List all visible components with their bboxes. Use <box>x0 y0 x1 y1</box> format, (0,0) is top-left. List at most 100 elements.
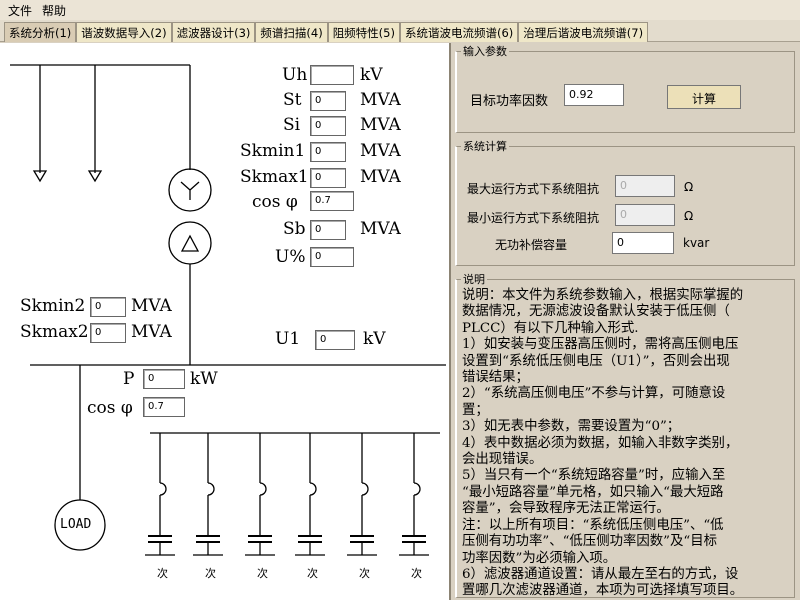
filter-order-suffix: 次 <box>411 567 422 580</box>
notes-group: 说明 <box>455 271 795 598</box>
sb-input[interactable]: 0 <box>310 220 346 240</box>
p-input[interactable]: 0 <box>143 369 185 389</box>
uh-input[interactable] <box>310 65 354 85</box>
notes-text: 说明：本文件为系统参数输入，根据实际掌握的数据情况，无源滤波设备默认安装于低压侧… <box>462 288 792 600</box>
filter-branch <box>145 433 175 556</box>
max-impedance-input[interactable]: 0 <box>615 175 675 197</box>
transformer-winding-delta <box>168 221 212 265</box>
min-impedance-label: 最小运行方式下系统阻抗 <box>467 211 600 225</box>
tab-bar: 系统分析(1) 谐波数据导入(2) 滤波器设计(3) 频谱扫描(4) 阻频特性(… <box>0 20 800 42</box>
input-params-title: 输入参数 <box>463 45 507 58</box>
label-u1: U1 <box>275 329 301 349</box>
u1-input[interactable]: 0 <box>315 330 355 350</box>
skmax2-input[interactable]: 0 <box>90 323 126 343</box>
note-line: “最小短路容量”单元格，如只输入“最大短路 <box>462 484 724 500</box>
arrow-icon <box>87 170 103 183</box>
note-line: 5）当只有一个“系统短路容量”时，应输入至 <box>462 468 726 484</box>
skmin2-input[interactable]: 0 <box>90 297 126 317</box>
note-line: 3）如无表中参数，需要设置为“0”； <box>462 419 681 435</box>
unit-skmin2: MVA <box>131 296 172 316</box>
target-pf-input[interactable]: 0.92 <box>564 84 624 106</box>
label-si: Si <box>283 115 301 135</box>
reactive-comp-label: 无功补偿容量 <box>495 238 568 252</box>
filter-branch <box>295 433 325 556</box>
note-line: 错误结果； <box>462 370 529 386</box>
label-skmax1: Skmax1 <box>240 167 309 187</box>
menu-file[interactable]: 文件 <box>8 4 33 18</box>
filter-order-suffix: 次 <box>257 567 268 580</box>
tab-filter-design[interactable]: 滤波器设计(3) <box>171 22 256 42</box>
arrow-icon <box>32 170 48 183</box>
min-impedance-unit: Ω <box>684 209 694 223</box>
label-cos2: cos φ <box>87 398 133 418</box>
note-line: 置哪几次滤波器通道，本项为可选择填写项目。 <box>462 583 744 599</box>
note-line: 注：以上所有项目：“系统低压侧电压”、“低 <box>462 517 724 533</box>
notes-title: 说明 <box>463 273 485 286</box>
tab-spectrum-scan[interactable]: 频谱扫描(4) <box>255 22 328 42</box>
unit-sb: MVA <box>360 219 401 239</box>
note-line: 容量”，会导致程序无法正常运行。 <box>462 501 670 517</box>
input-params-group: 输入参数 <box>455 43 795 133</box>
menu-help[interactable]: 帮助 <box>42 4 67 18</box>
unit-p: kW <box>190 369 218 389</box>
tab-after-treatment-spectrum[interactable]: 治理后谐波电流频谱(7) <box>518 22 649 42</box>
filter-branch <box>347 433 377 556</box>
system-calc-title: 系统计算 <box>463 140 507 153</box>
si-input[interactable]: 0 <box>310 116 346 136</box>
label-sb: Sb <box>283 219 306 239</box>
menu-bar: 文件 帮助 <box>0 0 800 20</box>
label-p: P <box>123 369 135 389</box>
filter-order-suffix: 次 <box>205 567 216 580</box>
note-line: PLCC）有以下几种输入形式. <box>462 320 639 336</box>
upct-input[interactable]: 0 <box>310 247 354 267</box>
unit-skmin1: MVA <box>360 141 401 161</box>
label-st: St <box>283 90 302 110</box>
note-line: 说明：本文件为系统参数输入，根据实际掌握的 <box>462 288 744 303</box>
skmin1-input[interactable]: 0 <box>310 142 346 162</box>
unit-st: MVA <box>360 90 401 110</box>
tab-impedance-freq[interactable]: 阻频特性(5) <box>327 22 400 42</box>
system-calc-group: 系统计算 <box>455 138 795 266</box>
filter-branch <box>399 433 429 556</box>
tab-system-analysis[interactable]: 系统分析(1) <box>4 22 77 42</box>
note-line: 设置到“系统低压侧电压（U1）”，否则会出现 <box>462 353 730 369</box>
max-impedance-label: 最大运行方式下系统阻抗 <box>467 182 600 196</box>
transformer-winding-wye <box>168 168 212 212</box>
label-cos1: cos φ <box>252 192 298 212</box>
label-skmax2: Skmax2 <box>20 322 89 342</box>
tab-system-harmonic-spectrum[interactable]: 系统谐波电流频谱(6) <box>399 22 519 42</box>
label-uh: Uh <box>282 65 308 85</box>
unit-si: MVA <box>360 115 401 135</box>
cos2-input[interactable]: 0.7 <box>143 397 185 417</box>
label-skmin2: Skmin2 <box>20 296 86 316</box>
label-upct: U% <box>275 247 306 267</box>
filter-branch <box>193 433 223 556</box>
cos1-input[interactable]: 0.7 <box>310 191 354 211</box>
max-impedance-unit: Ω <box>684 180 694 194</box>
note-line: 数据情况，无源滤波设备默认安装于低压侧（ <box>462 304 730 320</box>
note-line: 6）滤波器通道设置：请从最左至右的方式，设 <box>462 566 739 582</box>
skmax1-input[interactable]: 0 <box>310 168 346 188</box>
note-line: 2）“系统高压侧电压”不参与计算，可随意设 <box>462 386 726 402</box>
system-diagram: Uh kV St 0 MVA Si 0 MVA Skmin1 0 MVA Skm… <box>0 43 451 600</box>
note-line: 会出现错误。 <box>462 452 543 468</box>
filter-order-suffix: 次 <box>307 567 318 580</box>
tab-harmonic-import[interactable]: 谐波数据导入(2) <box>76 22 172 42</box>
single-line-diagram <box>10 64 446 556</box>
reactive-comp-input[interactable]: 0 <box>612 232 674 254</box>
calculate-button[interactable]: 计算 <box>667 85 741 109</box>
st-input[interactable]: 0 <box>310 91 346 111</box>
filter-order-suffix: 次 <box>359 567 370 580</box>
load-circle <box>54 499 106 551</box>
target-pf-label: 目标功率因数 <box>470 94 549 109</box>
load-label: LOAD <box>60 517 92 532</box>
note-line: 压侧有功功率”、“低压侧功率因数”及“目标 <box>462 534 718 550</box>
label-skmin1: Skmin1 <box>240 141 306 161</box>
unit-uh: kV <box>360 65 383 85</box>
unit-skmax1: MVA <box>360 167 401 187</box>
note-line: 置； <box>462 402 489 418</box>
min-impedance-input[interactable]: 0 <box>615 204 675 226</box>
note-line: 4）表中数据必须为数据，如输入非数字类别， <box>462 435 739 451</box>
reactive-comp-unit: kvar <box>683 236 710 250</box>
filter-branch <box>245 433 275 556</box>
